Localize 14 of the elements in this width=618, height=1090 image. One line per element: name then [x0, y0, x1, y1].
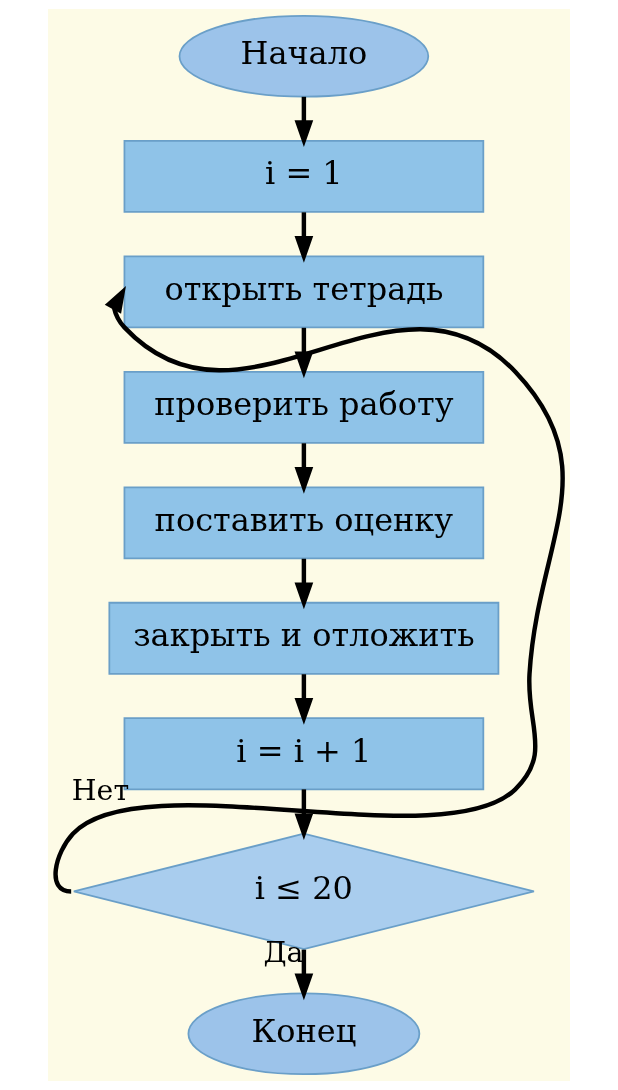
arrow — [294, 674, 314, 725]
node-box: закрыть и отложить — [108, 601, 500, 675]
arrow — [294, 789, 314, 841]
arrow — [294, 212, 314, 263]
arrow — [294, 443, 314, 494]
arrow — [294, 949, 314, 1001]
node-box: поставить оценку — [123, 486, 485, 560]
node-box: открыть тетрадь — [123, 255, 485, 329]
node-ellipse: Начало — [178, 14, 430, 98]
node-box: i = 1 — [123, 139, 485, 213]
arrow — [294, 558, 314, 610]
node-box: проверить работу — [123, 370, 485, 444]
arrow — [294, 96, 314, 147]
node-ellipse: Конец — [187, 992, 421, 1076]
